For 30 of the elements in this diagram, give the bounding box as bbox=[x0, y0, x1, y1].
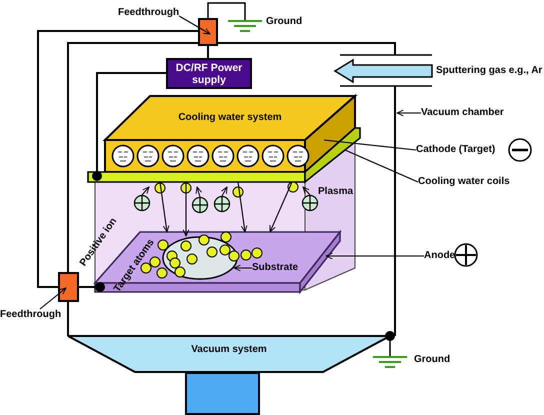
feedthrough-box bbox=[58, 272, 79, 302]
label-text: Sputtering gas e.g., Ar bbox=[436, 65, 542, 77]
callout-text: Feedthrough bbox=[118, 7, 180, 19]
atom-path-arrow bbox=[182, 182, 190, 236]
atom-path-arrow bbox=[237, 182, 248, 232]
label-text: Ground bbox=[414, 354, 450, 366]
callout-text: Anode bbox=[424, 250, 456, 262]
wire bbox=[92, 72, 166, 181]
leader-arrow bbox=[178, 16, 210, 34]
leader-arrow bbox=[40, 288, 66, 310]
callout-text: Vacuum chamber bbox=[421, 107, 504, 119]
leader-arrow bbox=[396, 110, 421, 116]
power-supply-box: DC/RF Power supply bbox=[166, 58, 252, 89]
wire bbox=[79, 282, 105, 292]
leader-line bbox=[344, 150, 418, 182]
pump-box bbox=[185, 372, 260, 415]
callout-text: Cooling water coils bbox=[418, 176, 510, 188]
atom-path-arrow bbox=[270, 182, 292, 232]
feedthrough-box bbox=[198, 18, 218, 46]
callout-text: Cathode (Target) bbox=[416, 144, 496, 156]
leader-line bbox=[324, 139, 416, 151]
wire bbox=[207, 46, 209, 58]
label-text: Plasma bbox=[318, 186, 354, 198]
callout-text: Feedthrough bbox=[0, 309, 62, 321]
leader-arrow bbox=[234, 264, 252, 272]
leader-arrow bbox=[326, 252, 424, 260]
wire bbox=[37, 30, 198, 288]
label-text: Ground bbox=[266, 16, 302, 28]
callout-text: Substrate bbox=[252, 262, 298, 274]
atom-path-arrow bbox=[159, 182, 170, 232]
